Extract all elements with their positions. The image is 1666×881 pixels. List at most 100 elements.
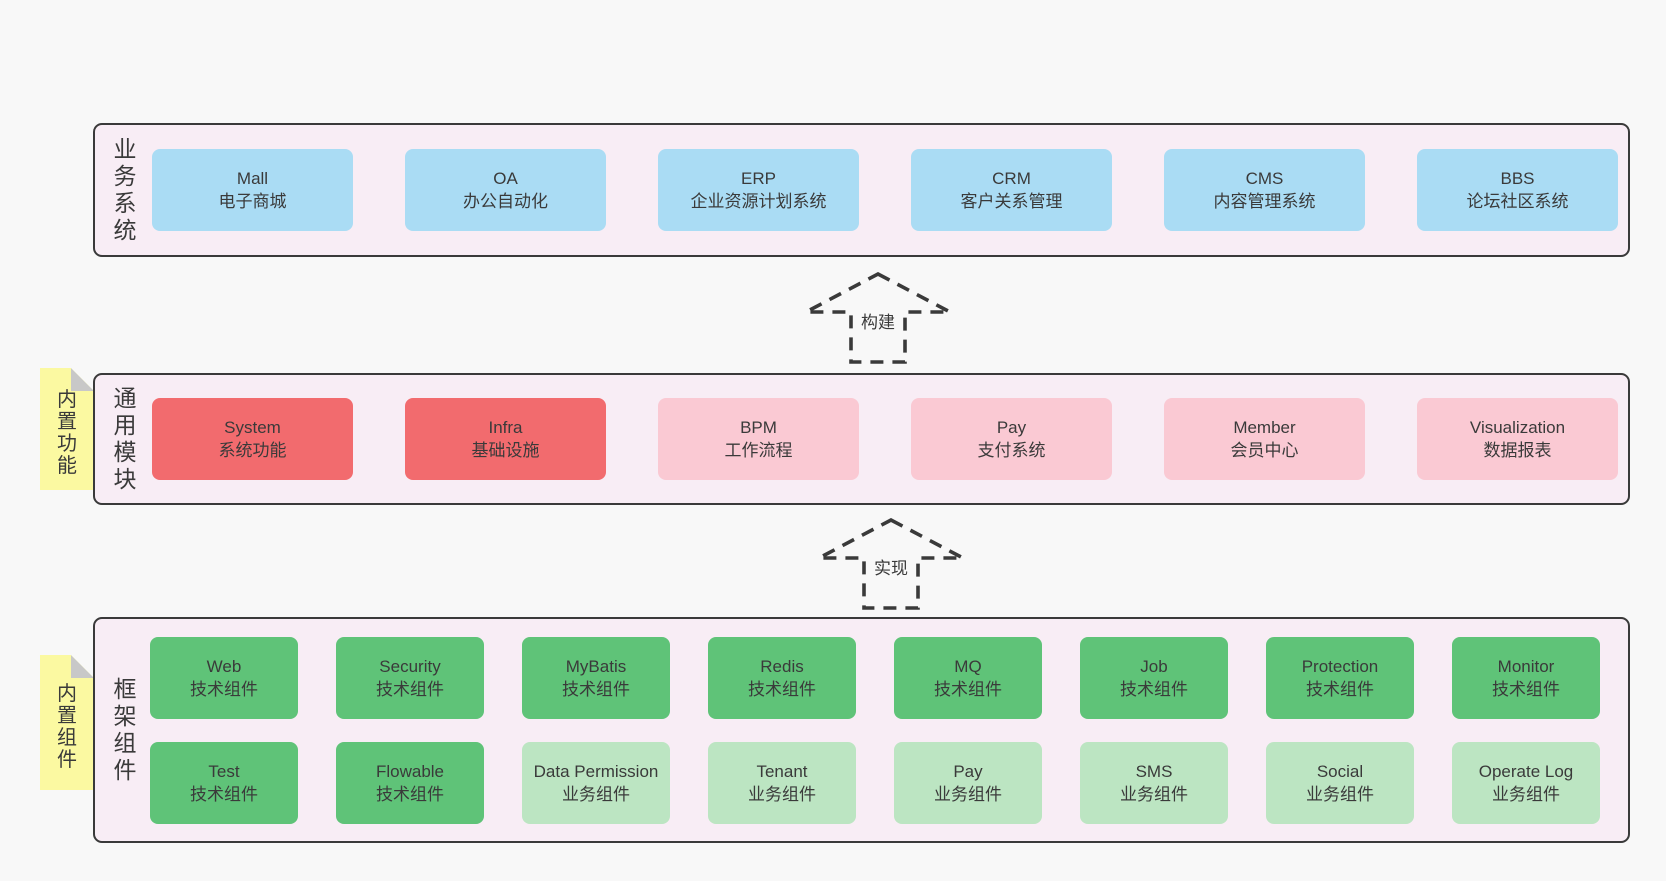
vertical-label-char: 内 xyxy=(57,389,77,411)
box-title: SMS xyxy=(1135,761,1173,781)
box-title: BBS xyxy=(1500,169,1535,188)
diagram-box-mybatis: MyBatis 技术组件 xyxy=(522,636,670,719)
box-title: Test xyxy=(208,761,240,781)
diagram-box-security: Security 技术组件 xyxy=(336,636,484,719)
diagram-box-test: Test 技术组件 xyxy=(150,741,298,824)
build-arrow-label: 构建 xyxy=(861,313,895,332)
vertical-label-char: 框 xyxy=(113,676,137,702)
box-subtitle: 工作流程 xyxy=(724,441,793,460)
box-subtitle: 技术组件 xyxy=(376,784,444,804)
box-subtitle: 技术组件 xyxy=(190,679,258,699)
box-title: Social xyxy=(1316,761,1364,781)
diagram-box-flowable: Flowable 技术组件 xyxy=(336,741,484,824)
box-subtitle: 技术组件 xyxy=(190,784,258,804)
build-arrow-icon: 构建 xyxy=(805,272,951,364)
box-subtitle: 基础设施 xyxy=(471,441,540,460)
box-subtitle: 论坛社区系统 xyxy=(1466,192,1569,211)
box-title: MQ xyxy=(954,656,982,676)
diagram-box-data-permission: Data Permission 业务组件 xyxy=(522,741,670,824)
box-title: Protection xyxy=(1301,656,1379,676)
diagram-box-bbs: BBS 论坛社区系统 xyxy=(1417,149,1618,231)
box-subtitle: 电子商城 xyxy=(218,192,287,211)
box-subtitle: 技术组件 xyxy=(1306,679,1374,699)
box-title: Pay xyxy=(996,418,1027,437)
box-title: Flowable xyxy=(375,761,445,781)
vertical-label-char: 内 xyxy=(57,682,77,705)
box-subtitle: 业务组件 xyxy=(1306,784,1374,804)
layer-label-framework-components: 框架组件 xyxy=(108,619,142,841)
vertical-label-char: 能 xyxy=(57,455,77,477)
box-subtitle: 业务组件 xyxy=(1120,784,1188,804)
vertical-label-char: 置 xyxy=(57,411,77,433)
box-title: Job xyxy=(1140,656,1168,676)
vertical-label-char: 架 xyxy=(113,703,137,729)
vertical-label-char: 组 xyxy=(113,730,137,756)
box-subtitle: 技术组件 xyxy=(934,679,1002,699)
box-title: Tenant xyxy=(756,761,808,781)
sticky-note-builtin-components: 内置组件 xyxy=(40,655,94,790)
note-fold-icon xyxy=(71,655,94,678)
vertical-label-char: 件 xyxy=(113,757,137,783)
layer-framework-components: 框架组件 Web 技术组件 Security 技术组件 MyBatis 技术组件 Redis… xyxy=(93,617,1630,843)
box-subtitle: 业务组件 xyxy=(562,784,630,804)
box-subtitle: 业务组件 xyxy=(1492,784,1560,804)
box-title: Operate Log xyxy=(1478,761,1574,781)
vertical-label-char: 功 xyxy=(57,433,77,455)
sticky-note-label: 内置功能 xyxy=(57,389,77,477)
diagram-box-tenant: Tenant 业务组件 xyxy=(708,741,856,824)
vertical-label-char: 件 xyxy=(57,748,77,771)
diagram-box-bpm: BPM 工作流程 xyxy=(658,398,859,480)
layer-label-common-modules: 通用模块 xyxy=(108,375,142,503)
box-title: Visualization xyxy=(1469,418,1566,437)
box-title: Security xyxy=(379,656,441,676)
vertical-label-char: 组 xyxy=(57,726,77,749)
box-subtitle: 技术组件 xyxy=(1492,679,1560,699)
box-title: Web xyxy=(206,656,242,676)
box-subtitle: 业务组件 xyxy=(748,784,816,804)
note-fold-icon xyxy=(71,368,94,391)
vertical-label-char: 通 xyxy=(113,385,137,411)
box-subtitle: 技术组件 xyxy=(376,679,444,699)
diagram-box-operate-log: Operate Log 业务组件 xyxy=(1452,741,1600,824)
box-title: Member xyxy=(1233,418,1296,437)
diagram-box-monitor: Monitor 技术组件 xyxy=(1452,636,1600,719)
vertical-label-char: 置 xyxy=(57,704,77,727)
vertical-label-char: 统 xyxy=(113,217,137,243)
box-title: Mall xyxy=(236,169,269,188)
box-title: Monitor xyxy=(1497,656,1555,676)
vertical-label-char: 务 xyxy=(113,163,137,189)
box-title: Pay xyxy=(953,761,983,781)
vertical-label-char: 用 xyxy=(113,412,137,438)
vertical-label-char: 系 xyxy=(113,190,137,216)
diagram-box-web: Web 技术组件 xyxy=(150,636,298,719)
box-title: BPM xyxy=(740,418,777,437)
box-subtitle: 支付系统 xyxy=(977,441,1046,460)
box-title: CRM xyxy=(992,169,1031,188)
box-title: Data Permission xyxy=(533,761,659,781)
box-subtitle: 技术组件 xyxy=(562,679,630,699)
diagram-box-mall: Mall 电子商城 xyxy=(152,149,353,231)
diagram-box-mq: MQ 技术组件 xyxy=(894,636,1042,719)
diagram-box-protection: Protection 技术组件 xyxy=(1266,636,1414,719)
box-subtitle: 业务组件 xyxy=(934,784,1002,804)
sticky-note-label: 内置组件 xyxy=(57,683,77,771)
box-subtitle: 会员中心 xyxy=(1230,441,1299,460)
box-subtitle: 企业资源计划系统 xyxy=(690,192,827,211)
box-title: MyBatis xyxy=(565,656,627,676)
sticky-note-builtin-features: 内置功能 xyxy=(40,368,94,490)
box-title: Redis xyxy=(760,656,804,676)
box-subtitle: 办公自动化 xyxy=(463,192,548,211)
diagram-box-member: Member 会员中心 xyxy=(1164,398,1365,480)
box-title: System xyxy=(224,418,281,437)
